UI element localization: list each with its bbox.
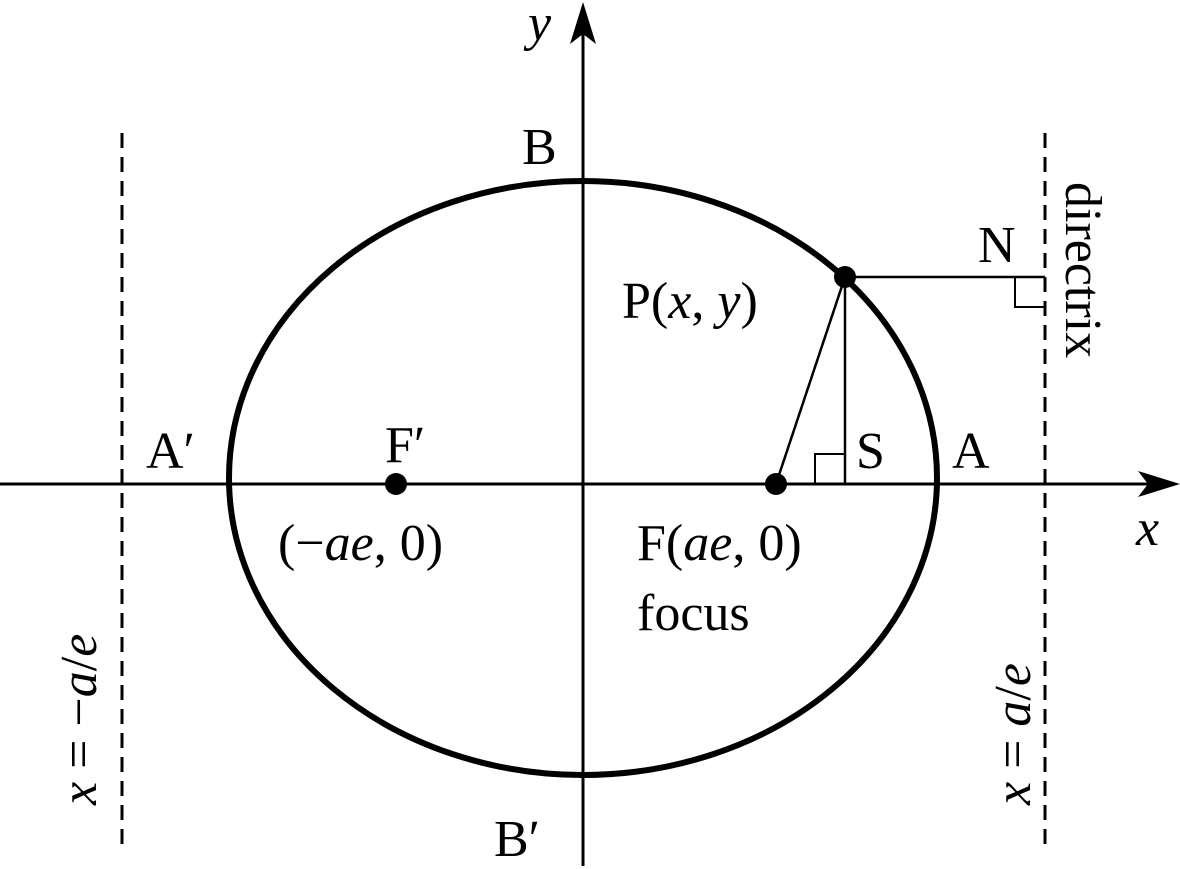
x-axis-arrowhead <box>1138 471 1180 497</box>
label-B: B <box>522 119 557 176</box>
label-N: N <box>978 217 1016 274</box>
label-S: S <box>856 423 885 480</box>
label-B-prime: B′ <box>494 811 540 868</box>
label-F-prime-coordinates: (−ae, 0) <box>278 515 443 572</box>
label-left-directrix-equation: x = −a/e <box>51 634 108 806</box>
label-F-prime: F′ <box>385 417 425 474</box>
point-P <box>834 266 856 288</box>
right-angle-marker-N <box>1014 277 1045 308</box>
x-axis-label: x <box>1135 500 1159 557</box>
label-focus: focus <box>637 585 750 642</box>
label-A-prime: A′ <box>146 423 195 480</box>
y-axis-arrowhead <box>570 2 596 44</box>
y-axis-label: y <box>523 0 552 52</box>
label-P-coordinates: P(x, y) <box>622 273 758 330</box>
segment-PF <box>774 276 847 485</box>
right-angle-marker-S <box>814 453 845 484</box>
label-directrix: directrix <box>1054 182 1111 358</box>
label-right-directrix-equation: x = a/e <box>985 663 1042 806</box>
ellipse-curve <box>226 178 940 778</box>
point-F <box>765 473 787 495</box>
label-F-coordinates: F(ae, 0) <box>637 515 802 572</box>
label-A: A <box>952 423 990 480</box>
point-F-prime <box>385 473 407 495</box>
